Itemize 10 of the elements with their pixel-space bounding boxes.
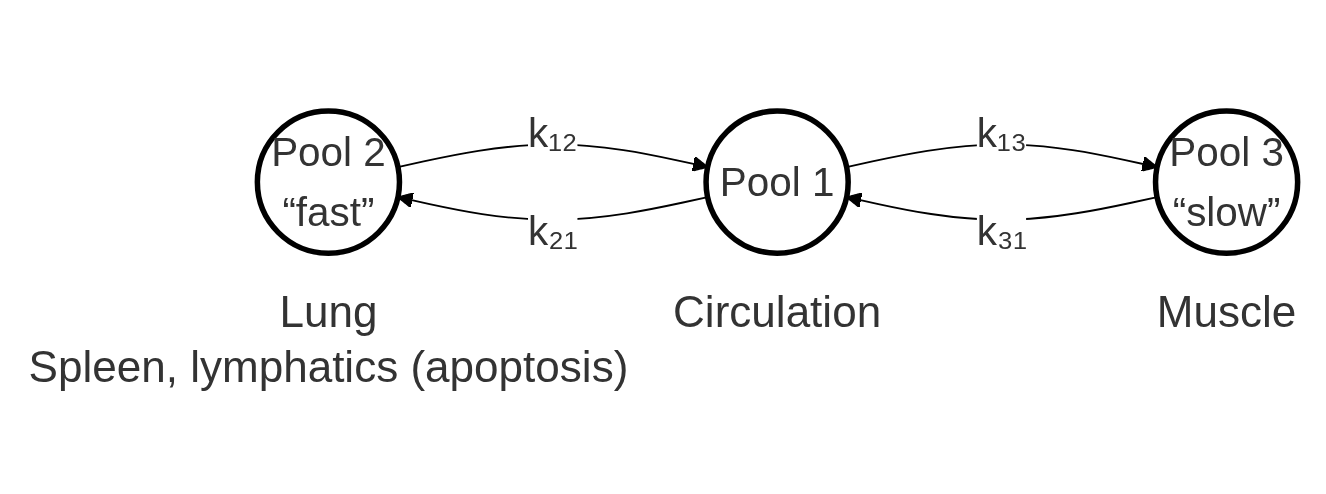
edge-label: k₁₂ <box>528 110 578 157</box>
node-circle: Pool 2 “fast” <box>254 108 403 256</box>
organ-label: Circulation <box>673 286 882 336</box>
node-circle: Pool 3 “slow” <box>1152 108 1301 256</box>
edge-label: k₃₁ <box>976 207 1027 254</box>
edge-label: k₁₃ <box>976 110 1027 157</box>
organ-label: Lung Spleen, lymphatics (apoptosis) <box>28 286 629 391</box>
edge-label: k₂₁ <box>528 207 578 254</box>
organ-label: Muscle <box>1156 286 1297 336</box>
node-circle: Pool 1 <box>703 108 851 256</box>
